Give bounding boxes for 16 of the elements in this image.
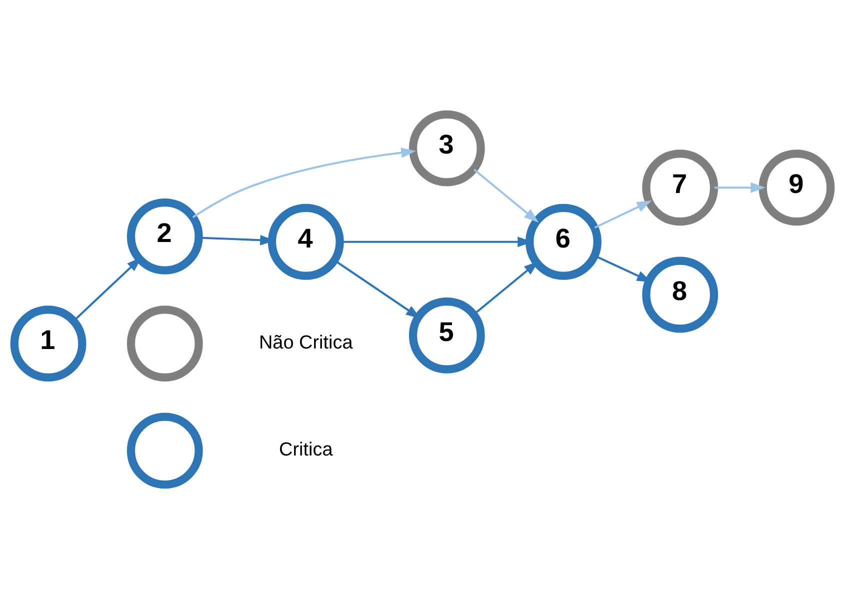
node-circle: 1 <box>10 306 86 382</box>
node-circle: 4 <box>268 204 344 280</box>
node-circle: 7 <box>642 150 718 226</box>
arrow <box>714 182 766 193</box>
node-circle: 6 <box>526 204 602 280</box>
arrow <box>473 168 539 223</box>
node-circle: 8 <box>642 256 718 333</box>
node-circle: 9 <box>758 150 835 226</box>
node-circle <box>126 412 203 489</box>
node-circle <box>126 306 203 382</box>
arrow <box>192 148 416 218</box>
node-circle: 5 <box>408 297 485 374</box>
legend-label: Critica <box>279 440 333 461</box>
legend-label: Não Critica <box>258 332 353 354</box>
arrow <box>594 200 652 229</box>
node-circle: 3 <box>408 110 485 186</box>
